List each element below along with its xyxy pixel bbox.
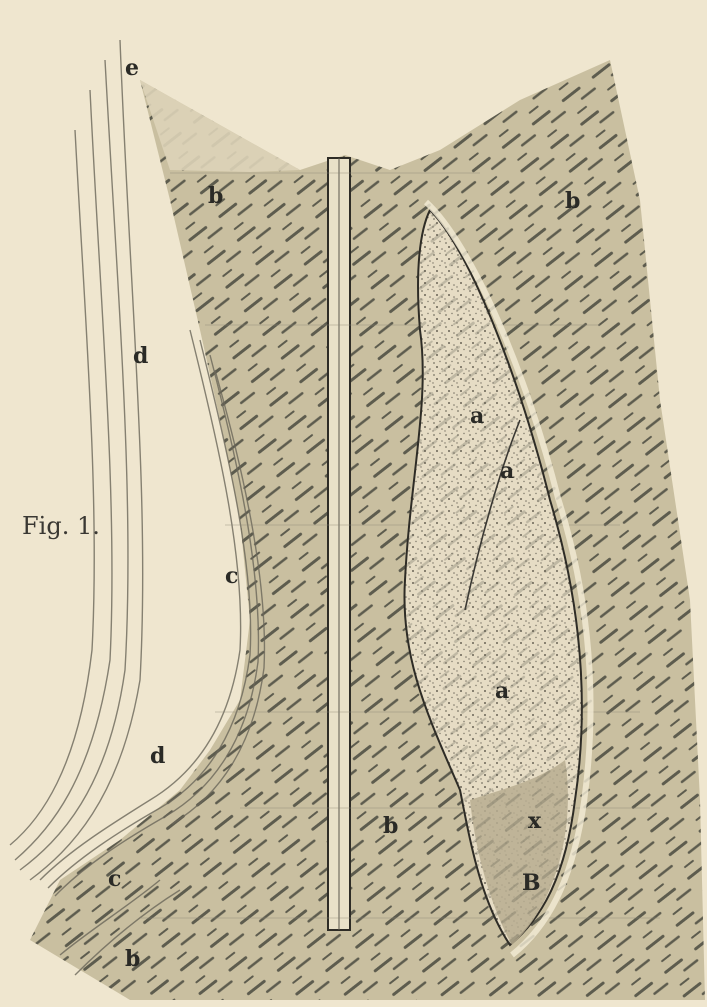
- label-a: a: [500, 460, 514, 482]
- figure-caption: Fig. 1.: [22, 512, 100, 540]
- label-b: b: [125, 948, 140, 970]
- label-b: b: [565, 190, 580, 212]
- label-a: a: [495, 680, 509, 702]
- label-b: b: [208, 185, 223, 207]
- measuring-rod: [328, 158, 350, 930]
- label-d: d: [150, 745, 165, 767]
- label-c: c: [108, 868, 121, 890]
- label-x: x: [528, 810, 541, 832]
- label-B: B: [522, 872, 541, 894]
- label-b: b: [383, 815, 398, 837]
- label-d: d: [133, 345, 148, 367]
- label-c: c: [225, 565, 238, 587]
- label-e: e: [125, 57, 139, 79]
- label-a: a: [470, 405, 484, 427]
